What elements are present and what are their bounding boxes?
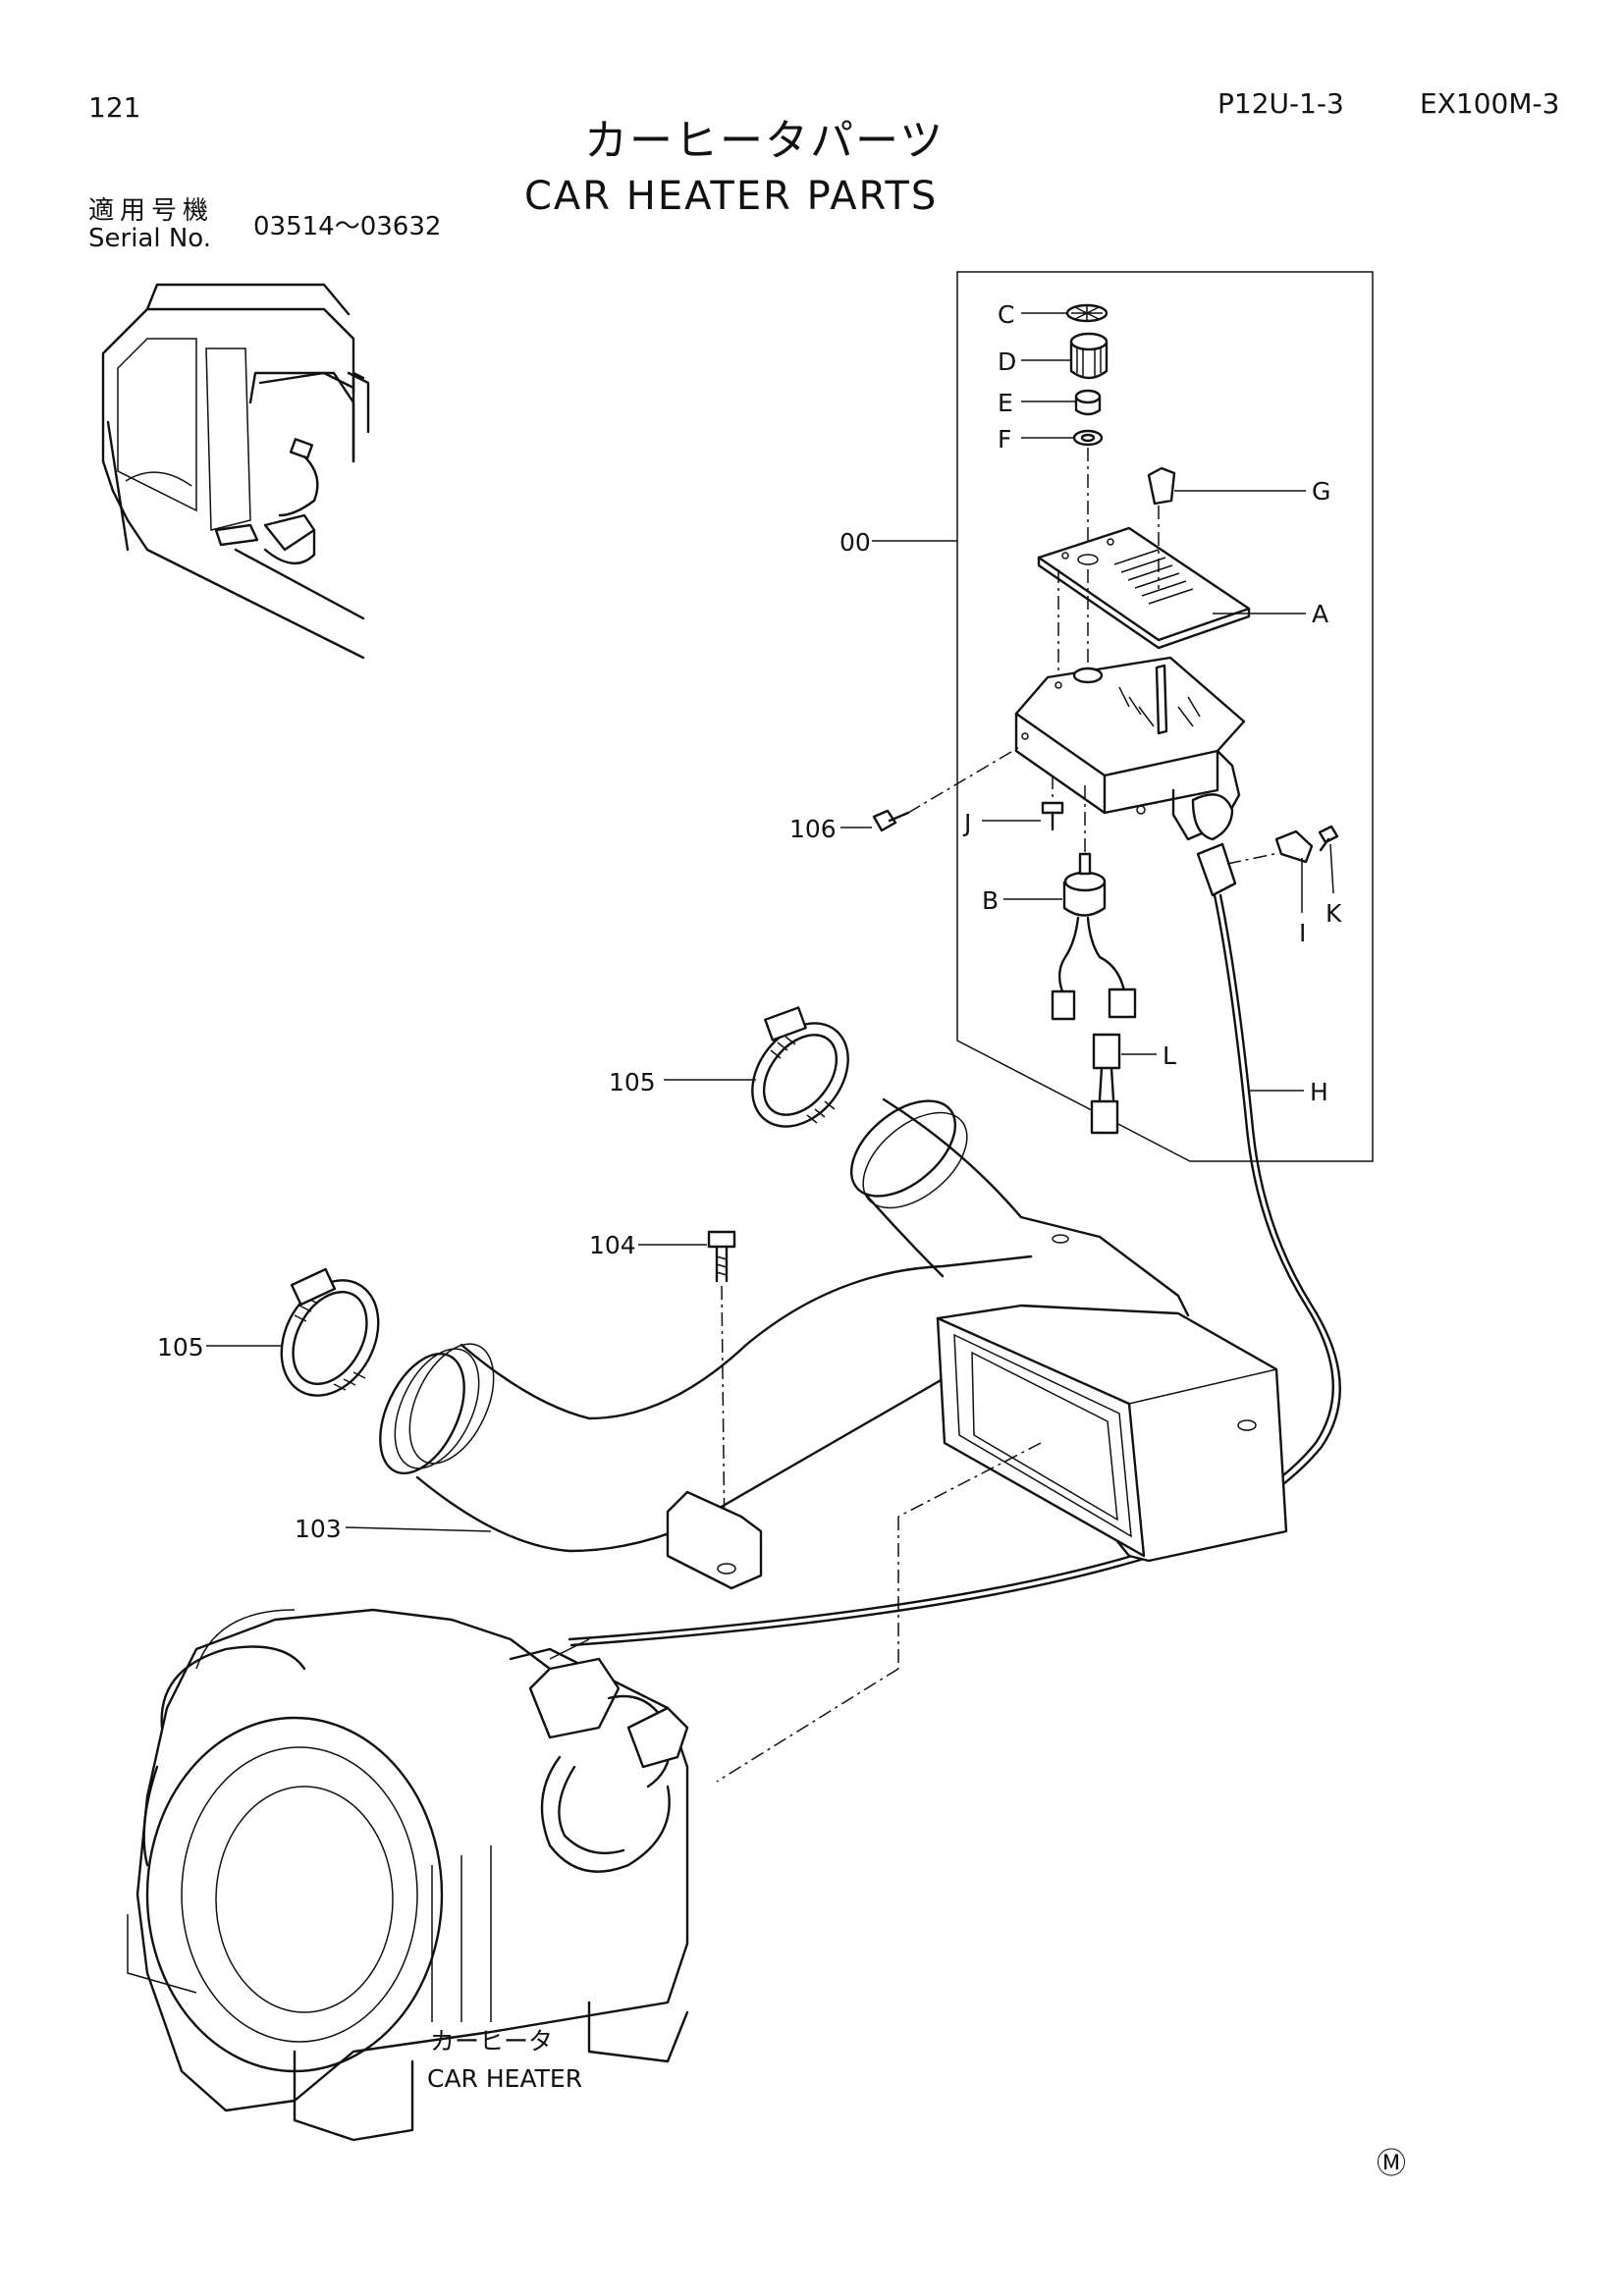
serial-label-japanese: 適用号機 (88, 196, 215, 226)
title-japanese: カーヒータパーツ (584, 116, 946, 166)
footer-mark: Ⓜ (1377, 2147, 1406, 2181)
part-b-switch (1003, 852, 1137, 1021)
serial-label-english: Serial No. (88, 224, 211, 253)
callout-103: 103 (295, 1515, 342, 1543)
part-105-clamp-lower (206, 1267, 380, 1397)
callout-i: I (1299, 919, 1307, 947)
car-heater-unit (127, 1608, 689, 2142)
part-i-clip (1274, 829, 1314, 913)
car-heater-label-japanese: カーヒータ (430, 2027, 554, 2056)
part-e-nut (1021, 389, 1102, 416)
car-heater-label-english: CAR HEATER (427, 2064, 583, 2093)
part-105-clamp-upper (664, 1006, 849, 1128)
callout-00: 00 (839, 528, 871, 557)
serial-range: 03514～03632 (253, 212, 442, 241)
callout-b: B (982, 886, 1000, 915)
cab-inset-illustration (101, 283, 370, 660)
control-assembly-box (956, 271, 1374, 1162)
title-english: CAR HEATER PARTS (524, 174, 939, 219)
page-number: 121 (88, 91, 141, 124)
control-bracket (1014, 656, 1246, 897)
part-103-duct (345, 1097, 1288, 1590)
callout-105-lower: 105 (157, 1333, 204, 1362)
callout-h: H (1310, 1078, 1328, 1106)
callout-f: F (998, 425, 1012, 454)
part-a-panel-plate (1037, 526, 1306, 650)
part-l-connector (1090, 1033, 1157, 1135)
callout-105-upper: 105 (609, 1068, 656, 1096)
model-code: EX100M-3 (1420, 87, 1560, 120)
callout-l: L (1163, 1041, 1176, 1070)
part-g-lever-knob (1147, 466, 1306, 506)
callout-106: 106 (789, 815, 837, 843)
callout-g: G (1312, 477, 1331, 506)
part-d-knob (1021, 332, 1109, 380)
callout-104: 104 (589, 1231, 636, 1259)
part-j-screw (982, 801, 1064, 831)
part-h-cable (568, 893, 1341, 1647)
callout-e: E (998, 389, 1013, 417)
page-code: P12U-1-3 (1217, 87, 1344, 120)
callout-a: A (1312, 600, 1329, 628)
callout-c: C (998, 300, 1015, 329)
part-106-bolt (840, 809, 910, 832)
part-f-washer (1021, 429, 1104, 447)
part-c-cap (1021, 303, 1109, 323)
callout-k: K (1325, 899, 1342, 928)
part-104-bolt (638, 1230, 736, 1283)
callout-d: D (998, 347, 1017, 376)
callout-j: J (964, 809, 972, 837)
part-k-screw (1318, 825, 1339, 894)
